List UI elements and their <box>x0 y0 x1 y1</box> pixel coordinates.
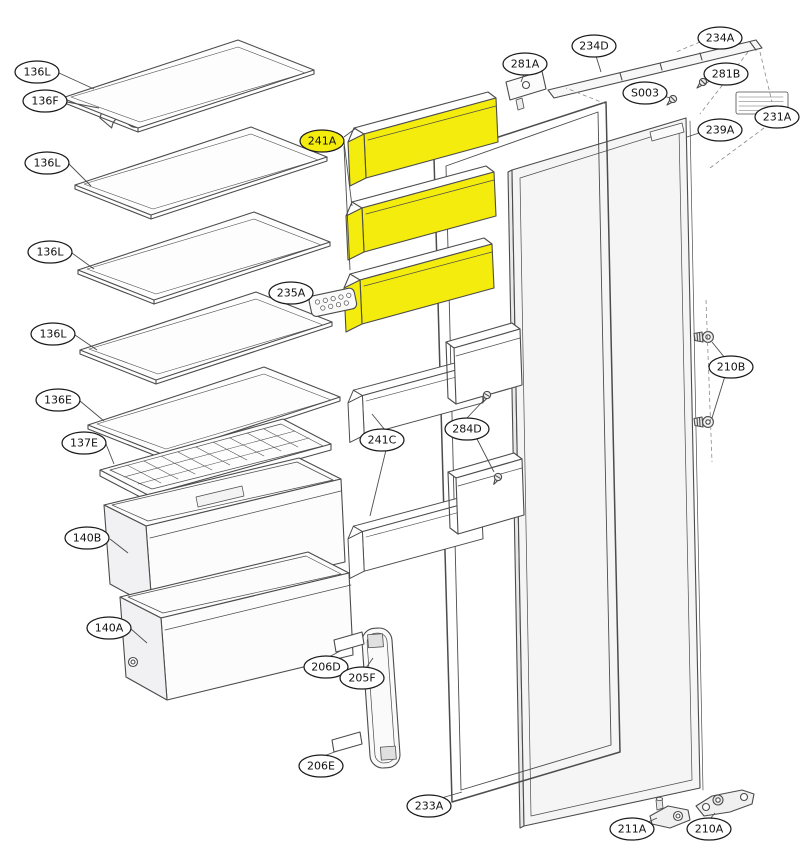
part-number: 140B <box>73 532 102 545</box>
callout-239A[interactable]: 239A <box>697 118 743 142</box>
callout-140B[interactable]: 140B <box>64 526 110 550</box>
grille-tray-137E <box>99 418 332 502</box>
callout-234D[interactable]: 234D <box>571 34 617 58</box>
callout-136L-3[interactable]: 136L <box>27 240 73 264</box>
callout-205F[interactable]: 205F <box>339 666 385 690</box>
callout-284D[interactable]: 284D <box>444 417 490 441</box>
hinge-bracket-211A <box>649 797 691 829</box>
part-number: 284D <box>452 423 481 436</box>
top-bracket-281A <box>505 70 547 111</box>
callout-234A[interactable]: 234A <box>697 26 743 50</box>
callout-210B[interactable]: 210B <box>708 355 754 379</box>
callouts: 136L 136F 136L 136L 136L 136E 137E 140B … <box>14 26 800 841</box>
drawer-upper-140B <box>103 457 346 608</box>
part-number: 231A <box>763 111 792 124</box>
part-number: 210B <box>717 361 746 374</box>
part-number: 281A <box>511 58 540 71</box>
callout-233A[interactable]: 233A <box>406 794 452 818</box>
callout-281A[interactable]: 281A <box>502 52 548 76</box>
callout-136F[interactable]: 136F <box>22 89 68 113</box>
callout-206D[interactable]: 206D <box>303 655 349 679</box>
door-handle-205F <box>361 627 401 769</box>
door-gasket-233A <box>433 101 621 803</box>
part-number: 136F <box>31 95 58 108</box>
part-number: 211A <box>618 823 647 836</box>
glass-shelf-2 <box>74 126 328 220</box>
assembly-guide-lines <box>565 41 773 463</box>
drawer-lower-140A <box>119 551 354 701</box>
callout-281B[interactable]: 281B <box>703 62 749 86</box>
callout-235A[interactable]: 235A <box>268 281 314 305</box>
cap-grille-235A <box>308 287 358 317</box>
callout-241C[interactable]: 241C <box>359 428 405 452</box>
part-number: 137E <box>70 437 98 450</box>
part-number: 136L <box>23 66 51 79</box>
part-number: 136L <box>39 328 67 341</box>
door-bin-mounted-2 <box>447 452 525 535</box>
callout-140A[interactable]: 140A <box>86 616 132 640</box>
callout-136L-4[interactable]: 136L <box>30 322 76 346</box>
callout-136E[interactable]: 136E <box>35 388 81 412</box>
part-number: 239A <box>706 124 735 137</box>
part-number: 140A <box>95 622 124 635</box>
door-bin-241A-3 <box>343 237 495 333</box>
callout-241A[interactable]: 241A <box>299 129 345 153</box>
part-number: 235A <box>277 287 306 300</box>
top-cap-rail-234D <box>547 39 763 99</box>
part-number: 136L <box>36 246 64 259</box>
callout-231A[interactable]: 231A <box>754 105 800 129</box>
handle-cover-206E <box>331 731 363 753</box>
bolt-210B-1 <box>693 331 714 343</box>
part-number: 241C <box>368 434 397 447</box>
part-number: S003 <box>631 87 659 100</box>
part-number: 234A <box>706 32 735 45</box>
callout-206E[interactable]: 206E <box>298 754 344 778</box>
part-number: 136L <box>33 157 61 170</box>
door-bin-mounted-1 <box>445 322 523 405</box>
part-number: 281B <box>712 68 741 81</box>
hinge-plate-210A <box>695 789 755 817</box>
part-number: 206D <box>311 661 340 674</box>
part-number: 234D <box>579 40 608 53</box>
callout-211A[interactable]: 211A <box>609 817 655 841</box>
callout-136L-1[interactable]: 136L <box>14 60 60 84</box>
part-number: 206E <box>307 760 335 773</box>
part-number: 136E <box>44 394 72 407</box>
callout-S003[interactable]: S003 <box>622 81 668 105</box>
part-number: 241A <box>308 135 337 148</box>
part-number: 233A <box>415 800 444 813</box>
callout-137E[interactable]: 137E <box>61 431 107 455</box>
handle-cover-206D <box>333 631 365 653</box>
part-number: 205F <box>348 672 375 685</box>
part-number: 210A <box>695 823 724 836</box>
callout-210A[interactable]: 210A <box>686 817 732 841</box>
callout-136L-2[interactable]: 136L <box>24 151 70 175</box>
glass-shelf-4 <box>79 291 333 385</box>
